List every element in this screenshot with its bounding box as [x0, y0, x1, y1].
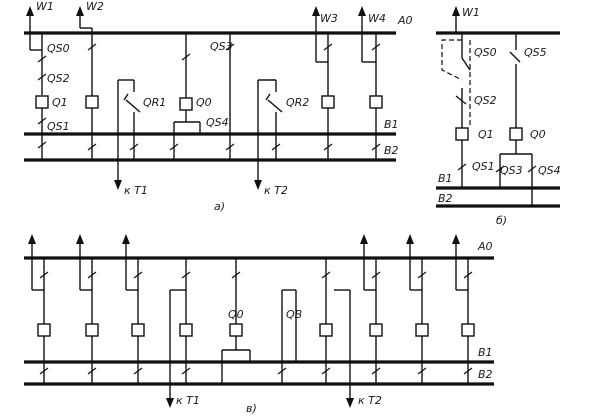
bypass-c-qb: [277, 289, 297, 384]
label-b-q0: Q0: [530, 128, 546, 141]
feeder-c-5: [360, 234, 383, 384]
feeder-c-1: [28, 234, 51, 384]
feeder-w2: [76, 6, 99, 160]
feeder-w4: [358, 6, 383, 160]
branch-t1: [114, 79, 141, 190]
sublabel-b: б): [496, 214, 507, 227]
label-c-q0: Q0: [228, 308, 244, 321]
breaker-q1: [35, 95, 49, 109]
label-c-t1: к Т1: [176, 394, 200, 407]
label-q0: Q0: [196, 96, 212, 109]
bus-b-label-b2: B2: [438, 192, 453, 205]
label-w4: W4: [368, 12, 386, 25]
breaker-q0: [179, 97, 193, 111]
bypass-path: [441, 39, 463, 81]
label-qs4: QS4: [206, 116, 229, 129]
bus-label-b1: B1: [384, 118, 399, 131]
bus-b-label-b1: B1: [438, 172, 453, 185]
breaker-w2: [85, 95, 99, 109]
feeder-c-6: [406, 234, 429, 384]
bus-c-label-b2: B2: [478, 368, 493, 381]
label-b-qs1: QS1: [472, 160, 495, 173]
label-t1: к Т1: [124, 184, 148, 197]
label-t2: к Т2: [264, 184, 288, 197]
label-qs1: QS1: [47, 120, 70, 133]
label-qr1: QR1: [143, 96, 166, 109]
label-w3: W3: [320, 12, 338, 25]
feeder-c-7: [452, 234, 475, 384]
bus-c-label-a0: A0: [477, 240, 493, 253]
breaker-w3: [321, 95, 335, 109]
label-c-t2: к Т2: [358, 394, 382, 407]
label-b-qs0: QS0: [474, 46, 497, 59]
label-b-w1: W1: [462, 6, 480, 19]
bus-label-a0: A0: [397, 14, 413, 27]
bus-c-label-b1: B1: [478, 346, 493, 359]
branch-t2: [254, 79, 283, 190]
feeder-c-2: [76, 234, 99, 384]
feeder-c-3: [122, 234, 145, 384]
label-b-qs3: QS3: [500, 164, 523, 177]
coupler-c-q0: [221, 258, 251, 384]
bus-coupler-q0: [169, 33, 201, 160]
label-b-q1: Q1: [478, 128, 494, 141]
branch-c-t2: [319, 258, 354, 408]
label-c-qb: QB: [286, 308, 302, 321]
diagram-b: B1 B2 W1 QS0 QS2 Q1 QS1 QS5 Q0 QS3: [436, 6, 561, 227]
label-b-qs4: QS4: [538, 164, 561, 177]
feeder-w3: [312, 6, 335, 160]
label-qs0: QS0: [47, 42, 70, 55]
label-b-qs5: QS5: [524, 46, 547, 59]
diagram-a: A0 B1 B2 W1 QS0 QS2 Q1 QS1: [24, 0, 413, 213]
sublabel-a: а): [214, 200, 225, 213]
bus-label-b2: B2: [384, 144, 399, 157]
label-w2: W2: [86, 0, 104, 13]
label-qs3: QS3: [210, 40, 233, 53]
diagram-c: A0 B1 B2: [24, 234, 494, 415]
breaker-c-q0: [229, 323, 243, 337]
label-q1: Q1: [52, 96, 68, 109]
breaker-w4: [369, 95, 383, 109]
label-qs2: QS2: [47, 72, 70, 85]
breaker-b-q1: [455, 127, 469, 141]
branch-c-t1: [166, 258, 193, 408]
label-qr2: QR2: [286, 96, 309, 109]
breaker-b-q0: [509, 127, 523, 141]
label-b-qs2: QS2: [474, 94, 497, 107]
section-qs3: [225, 33, 235, 160]
sublabel-c: в): [246, 402, 257, 415]
feeder-w1: [26, 6, 49, 160]
label-w1: W1: [36, 0, 54, 13]
